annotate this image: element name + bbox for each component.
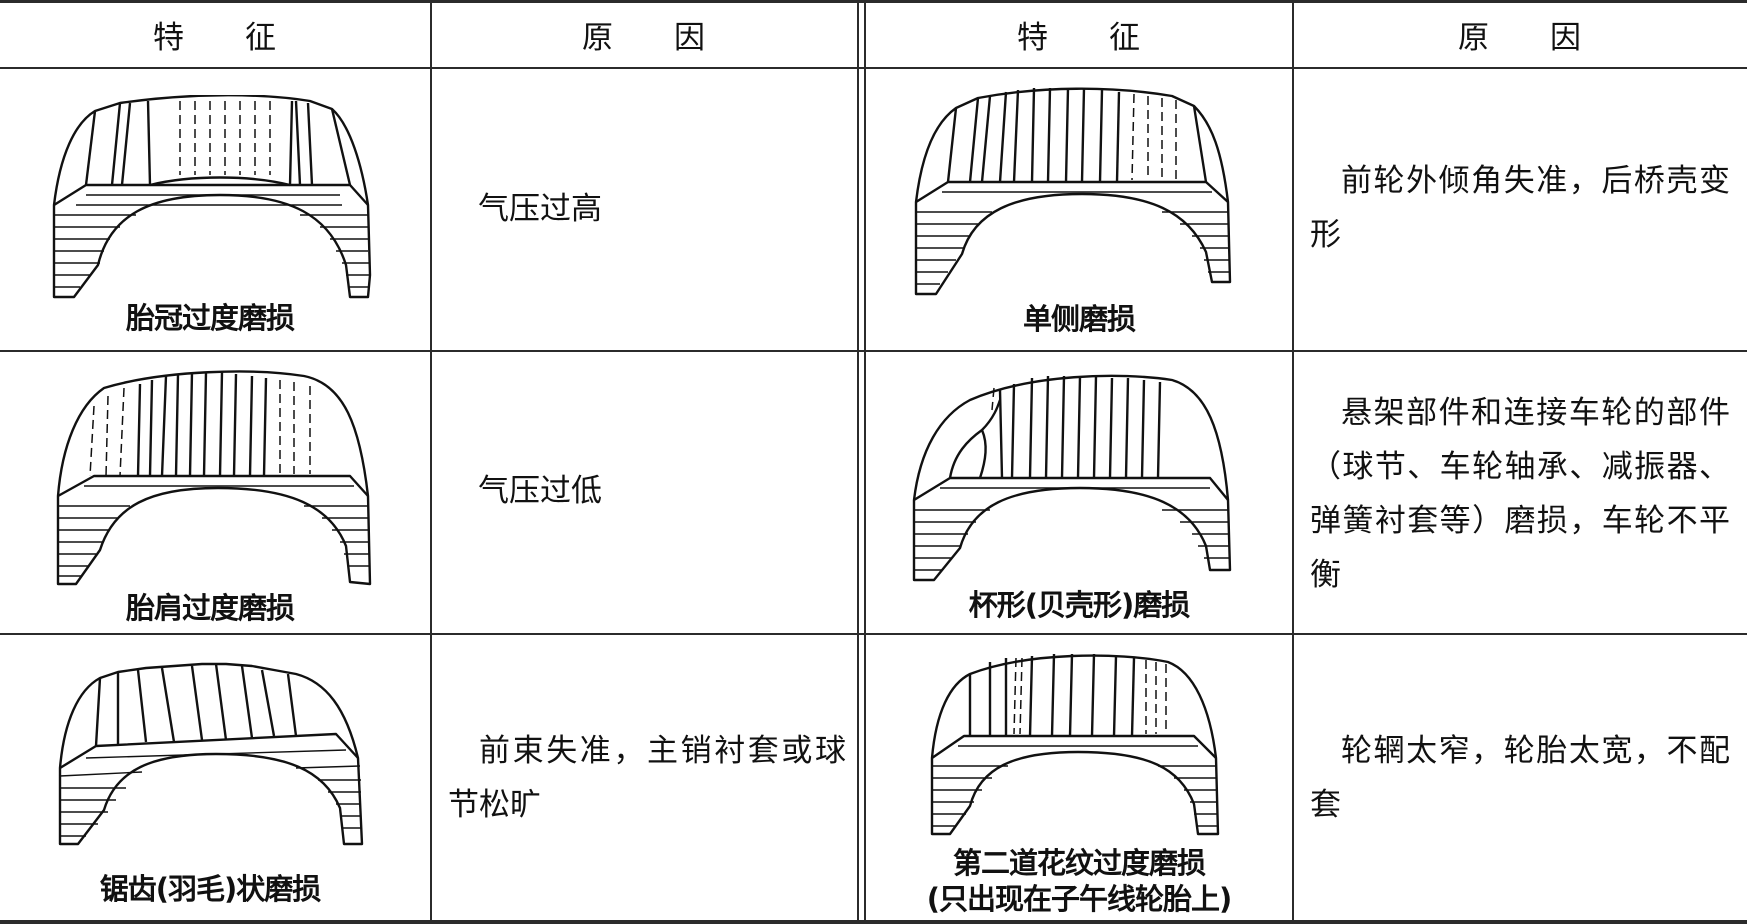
column-divider-3 — [1292, 0, 1294, 924]
header-feature-right: 特征 — [1017, 19, 1141, 56]
cause-shoulder-wear: 气压过低 — [478, 473, 602, 509]
second-rib-wear-tire-illustration — [930, 653, 1220, 836]
cause-one-side-wear: 前轮外倾角失准，后桥壳变形 — [1310, 163, 1730, 253]
feature-label-shoulder-wear: 胎肩过度磨损 — [125, 591, 295, 625]
feature-label-cupped-wear: 杯形(贝壳形)磨损 — [968, 588, 1191, 622]
cause-second-rib-wear: 轮辋太窄，轮胎太宽，不配套 — [1310, 733, 1730, 823]
cause-crown-wear: 气压过高 — [478, 191, 602, 227]
center-double-rule-a — [857, 0, 859, 924]
feature-label-second-rib-wear: 第二道花纹过度磨损 — [952, 846, 1206, 880]
header-cause-left: 原因 — [582, 19, 706, 56]
feature-label-crown-wear: 胎冠过度磨损 — [125, 301, 295, 335]
row-divider-1 — [0, 350, 1747, 352]
header-feature-left: 特征 — [153, 19, 277, 56]
one-side-wear-tire-illustration — [914, 87, 1232, 296]
cupped-wear-tire-illustration — [912, 374, 1232, 582]
header-cause-right: 原因 — [1458, 19, 1582, 56]
feature-label-one-side-wear: 单侧磨损 — [1022, 302, 1136, 336]
feature-note-radial-only: (只出现在子午线轮胎上) — [926, 882, 1233, 916]
feathered-wear-tire-illustration — [58, 662, 364, 846]
column-divider-1 — [430, 0, 432, 924]
cause-feathered-wear: 前束失准，主销衬套或球节松旷 — [448, 733, 846, 823]
shoulder-wear-tire-illustration — [56, 370, 372, 586]
table-top-border — [0, 0, 1747, 3]
header-divider — [0, 67, 1747, 69]
crown-wear-tire-illustration — [52, 95, 372, 299]
center-double-rule-b — [864, 0, 866, 924]
cause-cupped-wear: 悬架部件和连接车轮的部件（球节、车轮轴承、减振器、弹簧衬套等）磨损，车轮不平衡 — [1310, 395, 1730, 593]
table-bottom-border — [0, 920, 1747, 924]
feature-label-feathered-wear: 锯齿(羽毛)状磨损 — [99, 872, 322, 906]
row-divider-2 — [0, 633, 1747, 635]
